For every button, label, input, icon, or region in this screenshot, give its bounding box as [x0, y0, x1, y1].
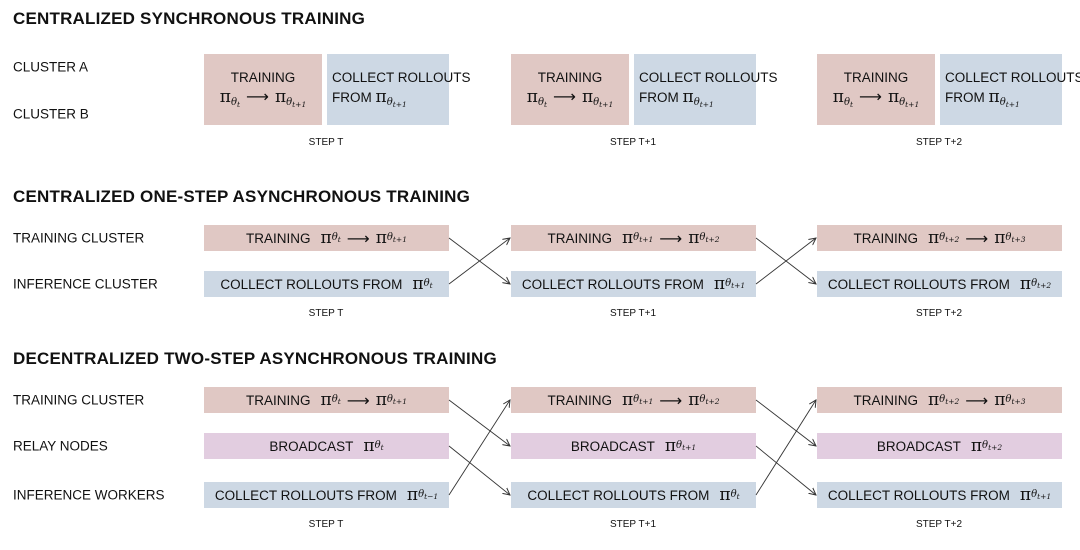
training-label: TRAINING	[230, 69, 296, 85]
section-title-two-step-async: DECENTRALIZED TWO-STEP ASYNCHRONOUS TRAI…	[13, 349, 497, 368]
collect-policy: FROM πθt+1	[639, 86, 714, 109]
collect-label: COLLECT ROLLOUTS	[945, 69, 1080, 85]
step-label: STEP T+1	[609, 137, 657, 148]
sync-collect-box-step-t1: COLLECT ROLLOUTS FROM πθt+1	[634, 54, 778, 125]
row-label-training-cluster: TRAINING CLUSTER	[13, 392, 145, 408]
sync-training-box-step-t2: TRAINING πθt⟶πθt+1	[817, 54, 935, 125]
policy-update: πθt⟶πθt+1	[832, 86, 920, 109]
step-label: STEP T+2	[915, 137, 963, 148]
arrow-collect-to-train	[448, 400, 510, 496]
step-label: STEP T+2	[915, 519, 963, 530]
sync-training-box-step-t: TRAINING πθt⟶πθt+1	[204, 54, 322, 125]
arrow-collect-to-train	[448, 238, 510, 285]
section-title-sync: CENTRALIZED SYNCHRONOUS TRAINING	[13, 9, 366, 28]
policy-update: πθt⟶πθt+1	[219, 86, 307, 109]
collect-policy: FROM πθt+1	[945, 86, 1020, 109]
sync-collect-box-step-t2: COLLECT ROLLOUTS FROM πθt+1	[940, 54, 1080, 125]
row-label-inference-workers: INFERENCE WORKERS	[13, 487, 165, 503]
step-label: STEP T+2	[915, 308, 963, 319]
sync-collect-box-step-t: COLLECT ROLLOUTS FROM πθt+1	[327, 54, 471, 125]
step-label: STEP T	[308, 519, 344, 530]
section-title-one-step-async: CENTRALIZED ONE-STEP ASYNCHRONOUS TRAINI…	[13, 187, 471, 206]
arrow-collect-to-train	[755, 238, 816, 285]
row-label-relay-nodes: RELAY NODES	[13, 438, 108, 454]
step-label: STEP T+1	[609, 519, 657, 530]
step-label: STEP T	[308, 137, 344, 148]
collect-label: COLLECT ROLLOUTS	[332, 69, 471, 85]
collect-label: COLLECT ROLLOUTS	[639, 69, 778, 85]
step-label: STEP T	[308, 308, 344, 319]
arrow-train-to-broadcast	[755, 399, 816, 446]
training-label: TRAINING	[843, 69, 909, 85]
row-label-cluster-b: CLUSTER B	[13, 106, 89, 122]
arrow-broadcast-to-collect	[755, 445, 816, 495]
row-label-cluster-a: CLUSTER A	[13, 59, 89, 75]
row-label-training-cluster: TRAINING CLUSTER	[13, 230, 145, 246]
arrow-broadcast-to-collect	[448, 445, 510, 495]
step-label: STEP T+1	[609, 308, 657, 319]
arrow-collect-to-train	[755, 400, 816, 496]
training-label: TRAINING	[537, 69, 603, 85]
policy-update: πθt⟶πθt+1	[526, 86, 614, 109]
collect-policy: FROM πθt+1	[332, 86, 407, 109]
arrow-train-to-broadcast	[448, 399, 510, 446]
row-label-inference-cluster: INFERENCE CLUSTER	[13, 276, 158, 292]
sync-training-box-step-t1: TRAINING πθt⟶πθt+1	[511, 54, 629, 125]
